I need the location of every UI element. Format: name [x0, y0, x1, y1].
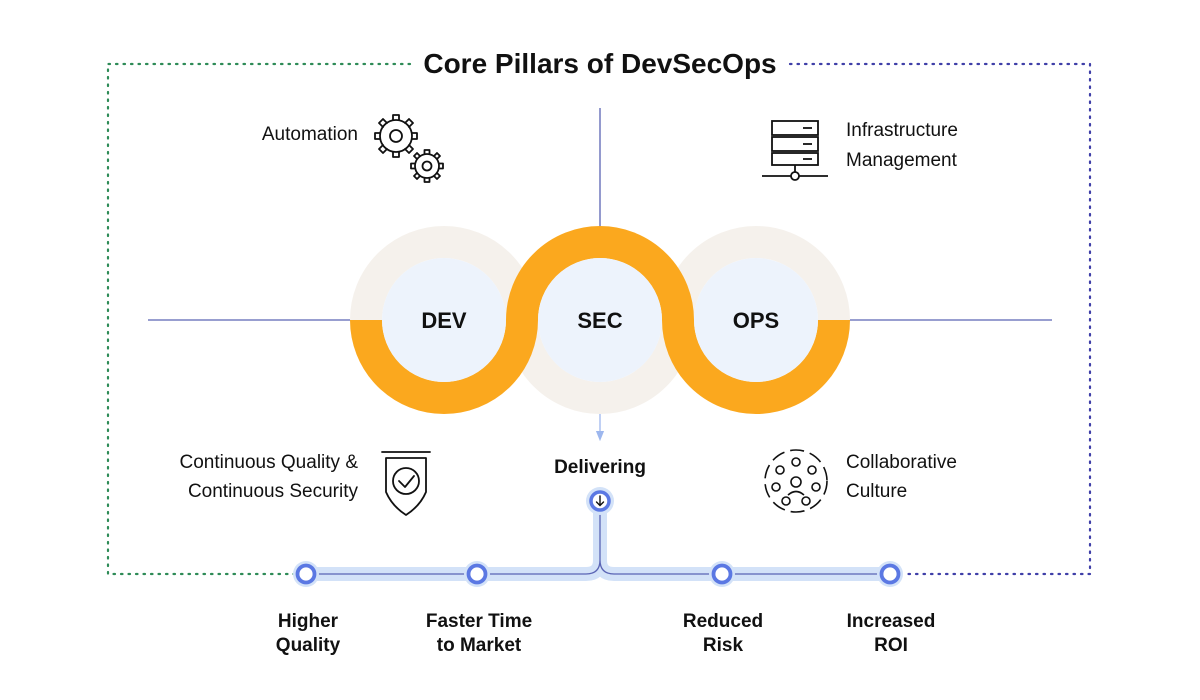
outcome-node-higher-quality: [293, 561, 319, 587]
gears-icon: [374, 114, 444, 183]
pillar-rings: [350, 226, 850, 414]
shield-check-icon: [381, 451, 431, 516]
outcome-increased-roi-line2: ROI: [874, 635, 908, 656]
outcome-increased-roi-line1: Increased: [847, 611, 936, 632]
outcome-labels: Higher Quality Faster Time to Market Red…: [276, 611, 936, 656]
server-rack-icon: [762, 120, 828, 181]
outcome-reduced-risk-line1: Reduced: [683, 611, 763, 632]
feature-infrastructure-line1: Infrastructure: [846, 120, 958, 141]
outcome-node-reduced-risk: [709, 561, 735, 587]
outcome-nodes: [293, 561, 903, 587]
feature-infrastructure-line2: Management: [846, 150, 958, 171]
feature-collaborative-line1: Collaborative: [846, 452, 957, 473]
feature-quality-line2: Continuous Security: [188, 481, 359, 502]
pillar-dev: DEV: [382, 258, 506, 382]
page-title: Core Pillars of DevSecOps: [423, 48, 776, 79]
delivering-node-icon: [586, 487, 614, 515]
outcome-node-faster-time: [464, 561, 490, 587]
outcome-higher-quality-line2: Quality: [276, 635, 341, 656]
pillar-ops-label: OPS: [733, 308, 779, 333]
outcome-faster-time-line2: to Market: [437, 635, 522, 656]
dotted-frame: [106, 62, 1092, 576]
outcome-higher-quality-line1: Higher: [278, 611, 339, 632]
outcome-faster-time-line1: Faster Time: [426, 611, 532, 632]
pillar-ops: OPS: [694, 258, 818, 382]
pillar-sec: SEC: [538, 258, 662, 382]
feature-automation-label: Automation: [262, 124, 358, 145]
delivering-label: Delivering: [554, 457, 646, 478]
people-circle-icon: [764, 449, 828, 513]
outcome-track: [306, 505, 890, 581]
pillar-sec-label: SEC: [577, 308, 622, 333]
pillar-dev-label: DEV: [421, 308, 467, 333]
feature-collaborative-line2: Culture: [846, 481, 907, 502]
feature-quality-line1: Continuous Quality &: [180, 452, 359, 473]
outcome-node-increased-roi: [877, 561, 903, 587]
outcome-reduced-risk-line2: Risk: [703, 635, 744, 656]
